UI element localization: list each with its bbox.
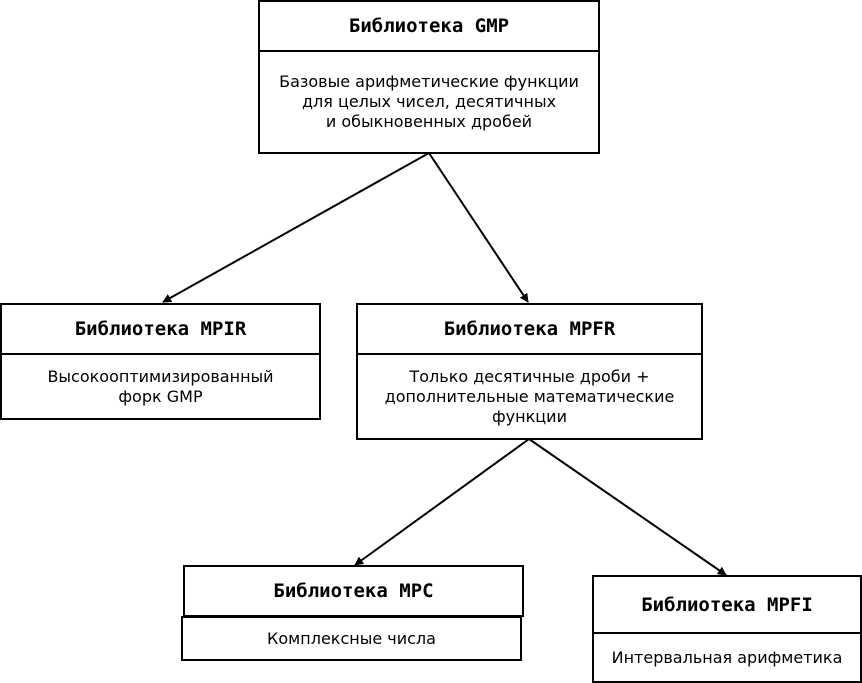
node-mpfr-title: Библиотека MPFR bbox=[356, 303, 703, 355]
node-mpfr-description: Только десятичные дроби + дополнительные… bbox=[356, 353, 703, 440]
node-mpir-description: Высокооптимизированный форк GMP bbox=[0, 353, 321, 420]
node-gmp-description: Базовые арифметические функции для целых… bbox=[258, 50, 600, 154]
node-mpfi: Библиотека MPFI Интервальная арифметика bbox=[592, 575, 862, 683]
arrow-gmp-to-mpir bbox=[162, 152, 430, 303]
node-mpir: Библиотека MPIR Высокооптимизированный ф… bbox=[0, 303, 321, 420]
arrow-mpfr-to-mpc bbox=[354, 438, 530, 566]
node-mpfr: Библиотека MPFR Только десятичные дроби … bbox=[356, 303, 703, 440]
node-mpfi-title: Библиотека MPFI bbox=[592, 575, 862, 634]
node-gmp-title: Библиотека GMP bbox=[258, 0, 600, 52]
node-mpc-title: Библиотека MPC bbox=[183, 565, 524, 617]
arrow-mpfr-to-mpfi bbox=[528, 438, 727, 576]
node-mpc: Библиотека MPC Комплексные числа bbox=[181, 565, 524, 661]
node-gmp: Библиотека GMP Базовые арифметические фу… bbox=[258, 0, 600, 154]
node-mpfi-description: Интервальная арифметика bbox=[592, 632, 862, 683]
node-mpir-title: Библиотека MPIR bbox=[0, 303, 321, 355]
arrow-gmp-to-mpfr bbox=[428, 152, 529, 303]
node-mpc-description: Комплексные числа bbox=[181, 616, 522, 661]
